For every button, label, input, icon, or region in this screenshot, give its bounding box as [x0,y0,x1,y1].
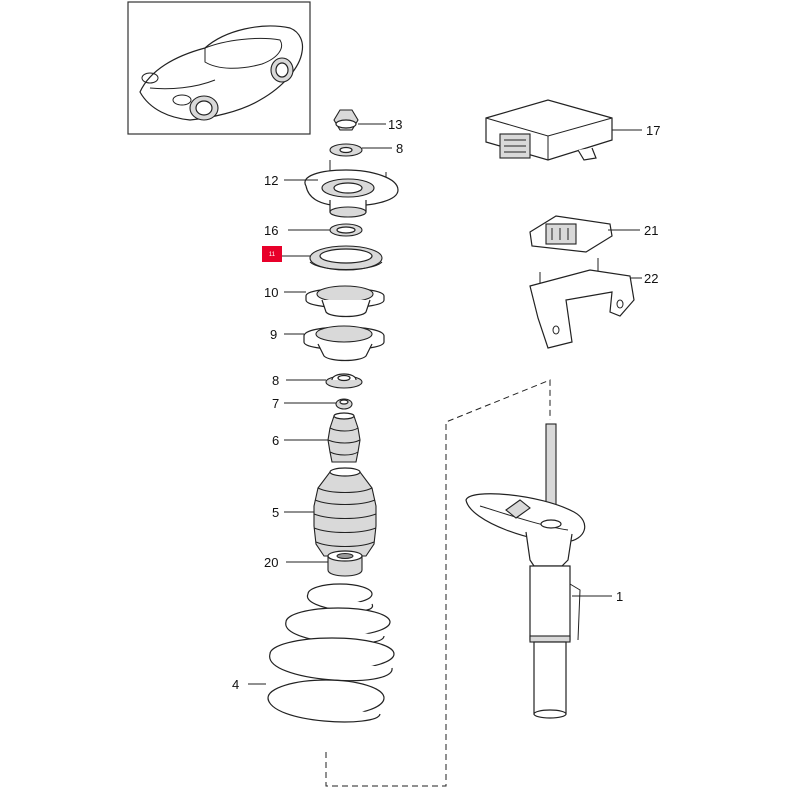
part-16-ring[interactable] [329,223,363,237]
callout-12: 12 [264,173,278,188]
part-6-bump-stop[interactable] [327,412,361,463]
callout-11: 11 [269,252,276,258]
part-7-bushing[interactable] [335,398,353,410]
part-4-coil-spring[interactable] [267,583,395,723]
part-21-sensor-module[interactable] [529,215,613,253]
callout-7: 7 [272,396,279,411]
part-13-nut[interactable] [333,109,359,131]
callout-17: 17 [646,123,660,138]
part-20-spacer[interactable] [327,550,363,577]
callout-labels: 13 8 12 16 10 9 8 7 6 5 20 4 1 17 21 22 [232,117,660,692]
callout-20: 20 [264,555,278,570]
highlight-badge-11[interactable]: 11 [262,246,282,262]
part-22-bracket[interactable] [529,258,635,349]
callout-1: 1 [616,589,623,604]
part-9-seat[interactable] [303,325,385,362]
part-5-dust-boot[interactable] [313,467,377,557]
part-8-washer-top[interactable] [329,143,363,157]
callout-10: 10 [264,285,278,300]
part-12-strut-mount[interactable] [304,160,399,218]
callout-13: 13 [388,117,402,132]
callout-5: 5 [272,505,279,520]
car-icon [139,25,304,121]
vehicle-inset [127,1,311,135]
part-1-strut[interactable] [465,423,586,719]
callout-6: 6 [272,433,279,448]
part-11-spring-pad[interactable] [309,245,383,271]
callout-4: 4 [232,677,239,692]
callout-16: 16 [264,223,278,238]
assembly-relation-dashed-line [325,379,551,787]
callout-8-top: 8 [396,141,403,156]
part-10-spring-seat[interactable] [305,285,385,318]
callout-22: 22 [644,271,658,286]
callout-21: 21 [644,223,658,238]
callout-8-lower: 8 [272,373,279,388]
part-17-control-unit[interactable] [485,99,613,161]
callout-9: 9 [270,327,277,342]
part-8-washer-lower[interactable] [325,373,363,389]
